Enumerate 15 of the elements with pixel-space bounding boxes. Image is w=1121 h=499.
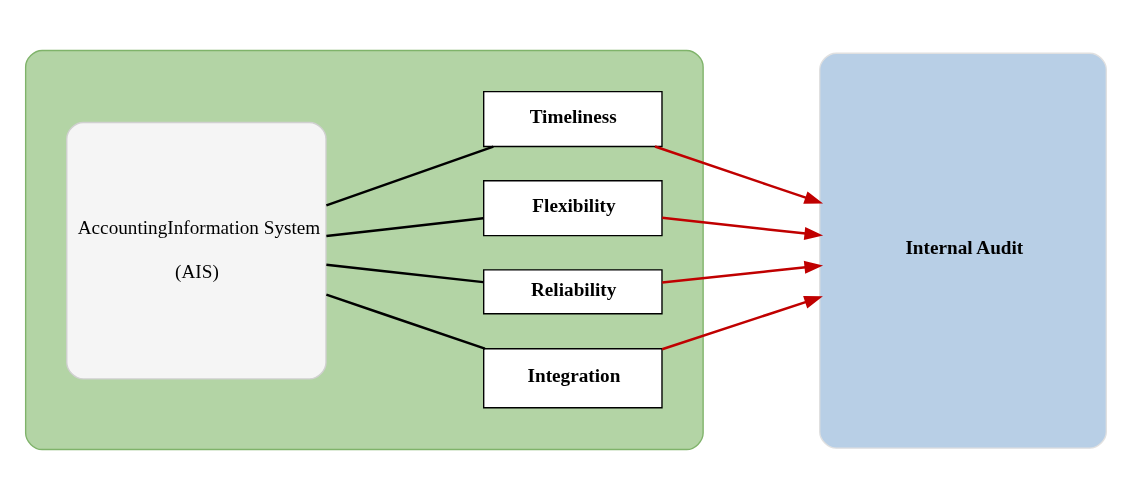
arrow [662, 260, 824, 284]
connector [325, 292, 486, 350]
connector [326, 216, 484, 237]
node-box: Internal Audit [819, 52, 1107, 449]
node-box: Flexibility [483, 179, 663, 236]
node-box: Timeliness [483, 90, 663, 147]
cluster [24, 49, 704, 450]
connector [325, 144, 494, 207]
arrow [661, 295, 823, 350]
arrow [662, 216, 824, 240]
arrow [654, 144, 824, 204]
node-box: Integration [483, 347, 663, 408]
node-box: Reliability [483, 268, 663, 314]
node-box: AccountingInformation System (AIS) [66, 121, 327, 380]
connector [326, 263, 484, 283]
